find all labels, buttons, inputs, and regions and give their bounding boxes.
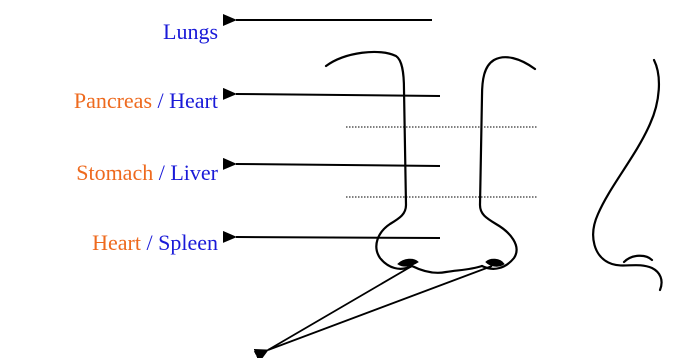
arrow-heart-spleen bbox=[236, 237, 440, 238]
nose-front-right-outline bbox=[480, 57, 535, 269]
arrow-nostril-left bbox=[268, 266, 412, 350]
nostril-left bbox=[398, 259, 418, 266]
arrow-pancreas-heart bbox=[236, 94, 440, 96]
nose-side-nostril bbox=[624, 256, 652, 262]
arrow-nostril-right bbox=[268, 266, 492, 350]
nose-front-left-outline bbox=[326, 52, 412, 269]
nose-front-bottom bbox=[412, 266, 482, 273]
nose-side-profile bbox=[593, 60, 661, 290]
nostril-right bbox=[486, 259, 504, 266]
arrow-stomach-liver bbox=[236, 164, 440, 166]
